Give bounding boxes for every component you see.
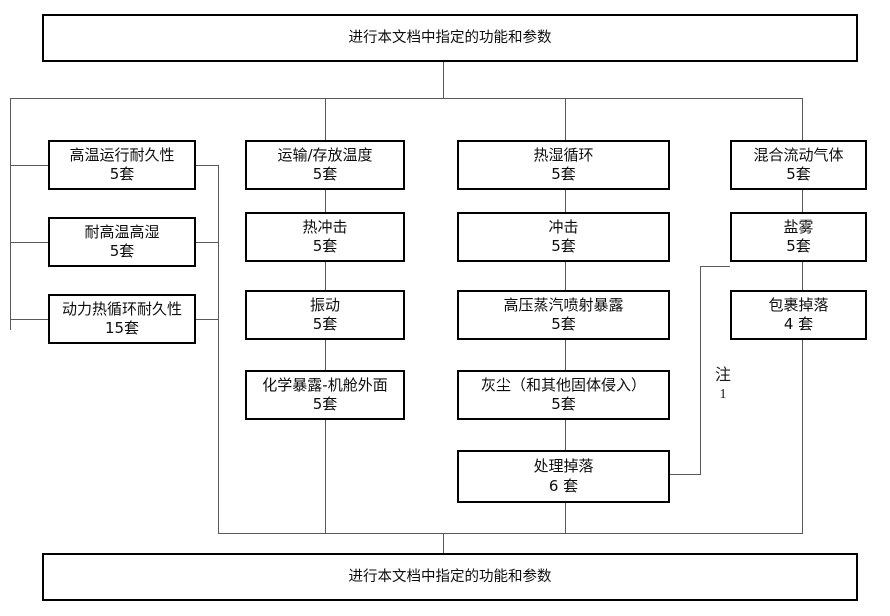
node-label: 盐雾 (783, 217, 814, 236)
connector-bottom-drop (443, 533, 444, 554)
node-label: 混合流动气体 (753, 145, 844, 164)
connector-top-bus (10, 98, 803, 99)
node-label: 动力热循环耐久性 (61, 299, 182, 318)
bottom-process-box: 进行本文档中指定的功能和参数 (42, 553, 858, 601)
node-col1-1: 耐高温高湿 5套 (48, 217, 196, 267)
connector-col1-out-2 (196, 242, 218, 243)
connector-col2-out (325, 420, 326, 534)
connector-col2-link-1 (325, 262, 326, 290)
node-col2-3: 化学暴露-机舱外面 5套 (245, 370, 405, 420)
node-label: 运输/存放温度 (277, 145, 373, 164)
connector-col4-drop (802, 98, 803, 140)
connector-col3-drop (565, 98, 566, 140)
node-col3-1: 冲击 5套 (457, 212, 670, 262)
node-col3-4: 处理掉落 6 套 (457, 450, 670, 503)
connector-note1-vertical (700, 266, 701, 475)
connector-top-drop (443, 62, 444, 99)
node-qty: 4 套 (783, 315, 814, 333)
node-col2-1: 热冲击 5套 (245, 212, 405, 262)
node-label: 包裹掉落 (768, 295, 829, 314)
connector-note1-upper (700, 266, 730, 267)
node-label: 热湿循环 (533, 145, 594, 164)
node-qty: 5套 (312, 395, 338, 413)
node-label: 热冲击 (302, 217, 348, 236)
connector-col3-link-2 (565, 340, 566, 370)
connector-bottom-bus (218, 533, 803, 534)
node-label: 高压蒸汽喷射暴露 (503, 295, 624, 314)
node-qty: 5套 (551, 165, 576, 183)
node-qty: 15套 (104, 319, 140, 337)
connector-col3-out (565, 503, 566, 534)
node-col3-0: 热湿循环 5套 (457, 140, 670, 190)
connector-col3-link-0 (565, 190, 566, 212)
connector-col2-drop (325, 98, 326, 140)
node-qty: 5套 (312, 315, 338, 333)
node-label: 化学暴露-机舱外面 (262, 375, 388, 394)
note-label: 注 (714, 365, 731, 384)
node-label: 冲击 (548, 217, 579, 236)
connector-col2-link-2 (325, 340, 326, 370)
connector-note1-lower (670, 474, 701, 475)
node-col1-0: 高温运行耐久性 5套 (48, 140, 196, 190)
connector-col3-link-3 (565, 420, 566, 450)
connector-col4-link-1 (802, 262, 803, 290)
connector-col1-out-1 (196, 165, 218, 166)
node-qty: 5套 (786, 237, 811, 255)
node-qty: 6 套 (548, 476, 579, 495)
note-1-annotation: 注 1 (706, 364, 740, 404)
node-label: 耐高温高湿 (84, 222, 160, 241)
connector-col1-out-3 (196, 319, 218, 320)
connector-col1-in-3 (10, 319, 48, 320)
node-col2-0: 运输/存放温度 5套 (245, 140, 405, 190)
node-label: 高温运行耐久性 (69, 145, 175, 164)
connector-col1-in-1 (10, 165, 48, 166)
connector-col3-link-1 (565, 262, 566, 290)
node-qty: 5套 (312, 237, 338, 255)
node-col2-2: 振动 5套 (245, 290, 405, 340)
connector-col1-bus-left (10, 98, 11, 330)
connector-col4-link-0 (802, 190, 803, 212)
node-col3-2: 高压蒸汽喷射暴露 5套 (457, 290, 670, 340)
node-qty: 5套 (109, 242, 135, 260)
node-col1-2: 动力热循环耐久性 15套 (48, 294, 196, 344)
node-qty: 5套 (786, 165, 811, 183)
node-col4-2: 包裹掉落 4 套 (730, 290, 867, 340)
node-label: 灰尘（和其他固体侵入） (480, 375, 646, 394)
node-qty: 5套 (312, 165, 338, 183)
node-qty: 5套 (109, 165, 135, 183)
node-col4-0: 混合流动气体 5套 (730, 140, 867, 190)
connector-col1-bus-right (218, 165, 219, 534)
node-qty: 5套 (551, 315, 576, 333)
bottom-process-label: 进行本文档中指定的功能和参数 (348, 568, 552, 585)
node-label: 振动 (309, 295, 340, 314)
connector-col1-in-2 (10, 242, 48, 243)
connector-col2-link-0 (325, 190, 326, 212)
node-label: 处理掉落 (533, 457, 594, 476)
note-number: 1 (719, 386, 727, 402)
node-qty: 5套 (551, 395, 576, 413)
node-col4-1: 盐雾 5套 (730, 212, 867, 262)
connector-col4-out (802, 340, 803, 534)
top-process-label: 进行本文档中指定的功能和参数 (348, 29, 552, 46)
node-col3-3: 灰尘（和其他固体侵入） 5套 (457, 370, 670, 420)
node-qty: 5套 (551, 237, 576, 255)
top-process-box: 进行本文档中指定的功能和参数 (42, 14, 858, 62)
